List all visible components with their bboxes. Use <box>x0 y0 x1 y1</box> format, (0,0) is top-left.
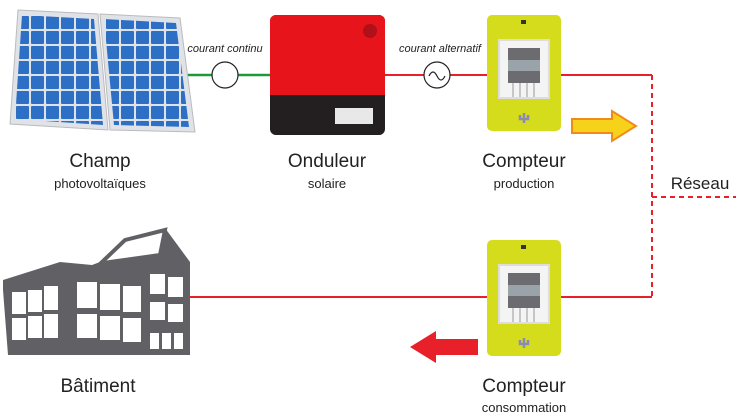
production-meter <box>485 13 563 133</box>
inverter-title: Onduleur <box>288 151 367 172</box>
inverter-subtitle: solaire <box>308 176 346 191</box>
consumption-meter <box>485 238 563 358</box>
yellow-arrow-right-icon <box>571 109 638 143</box>
grid-label: Réseau <box>671 174 730 193</box>
meter-prod-subtitle: production <box>494 176 555 191</box>
ac-sine-icon <box>423 61 451 89</box>
meter-cons-title: Compteur <box>482 376 566 397</box>
panels-subtitle: photovoltaïques <box>54 176 146 191</box>
dc-label: courant continu <box>187 43 262 55</box>
dc-circle-icon <box>211 61 239 89</box>
meter-cons-subtitle: consommation <box>482 400 567 415</box>
ac-label: courant alternatif <box>399 43 482 55</box>
inverter <box>270 15 385 135</box>
building <box>3 227 190 355</box>
solar-panels <box>9 9 196 133</box>
building-title: Bâtiment <box>61 376 137 397</box>
panels-title: Champ <box>69 151 130 172</box>
meter-prod-title: Compteur <box>482 151 566 172</box>
red-arrow-left-icon <box>410 331 478 363</box>
